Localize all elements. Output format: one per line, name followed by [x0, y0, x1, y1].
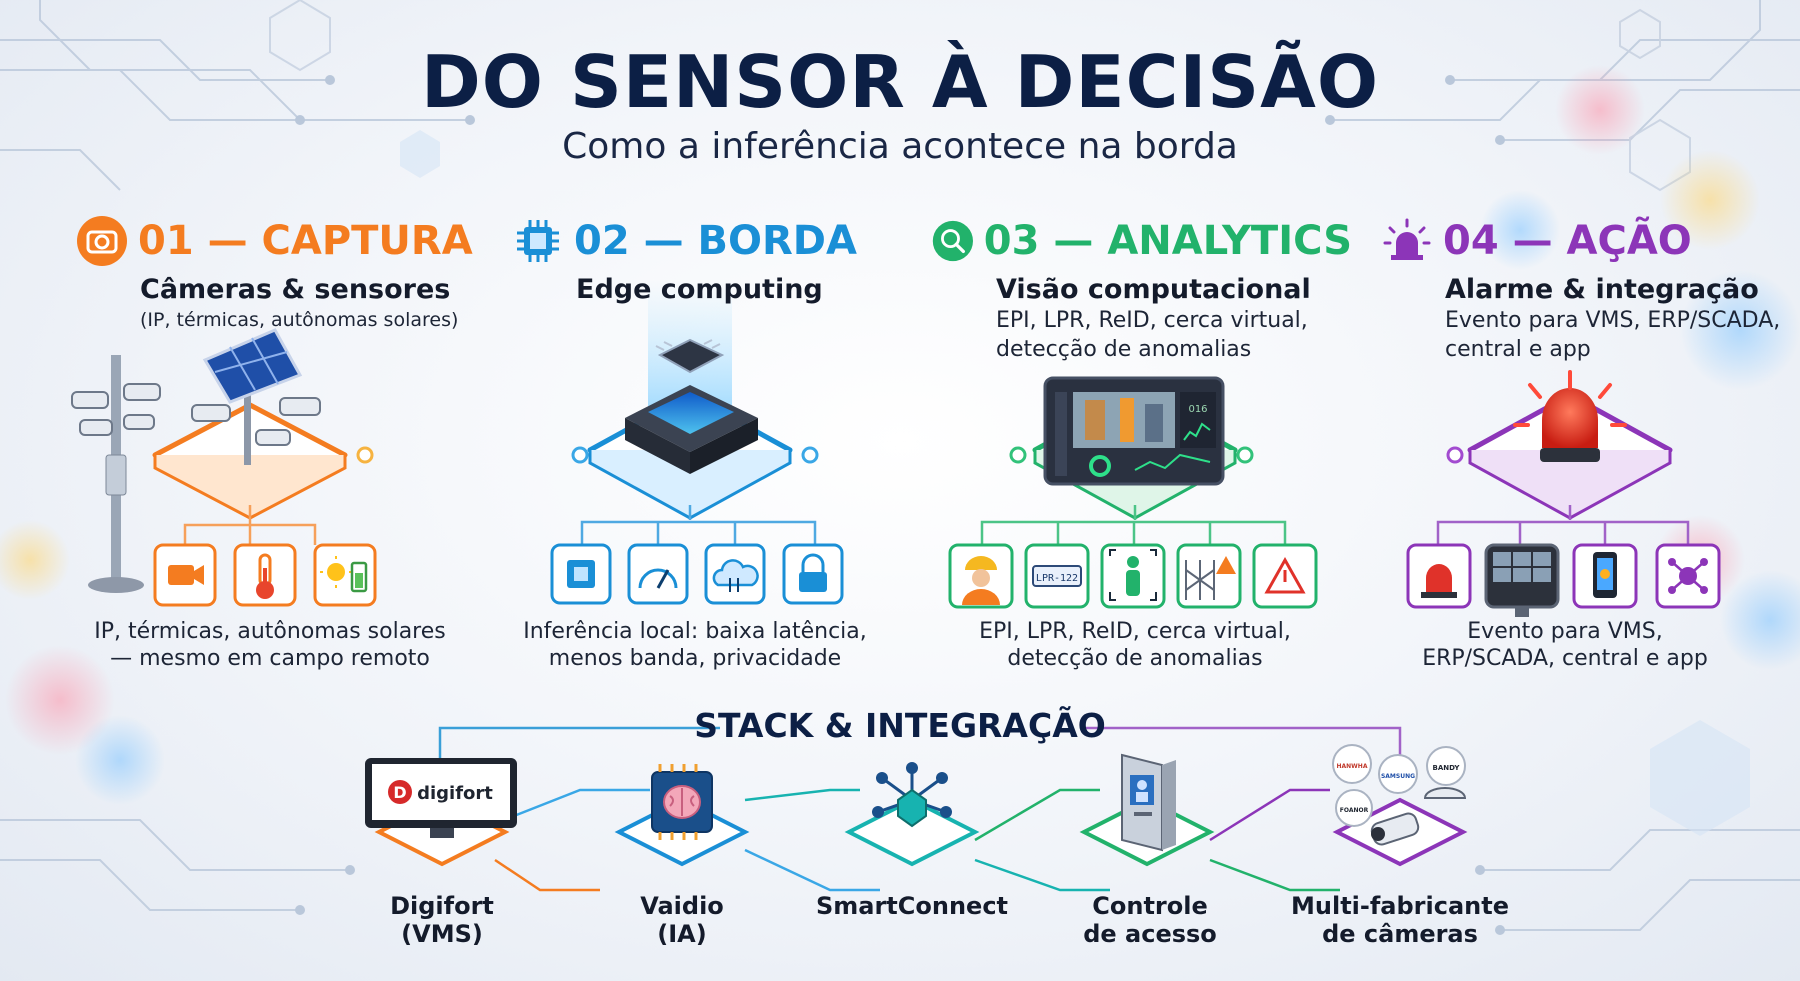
stage-analytics: 03 — ANALYTICS Visão computacional EPI, … — [932, 214, 1352, 363]
speedometer-icon — [627, 543, 689, 605]
caption-line-1: EPI, LPR, ReID, cerca virtual, — [979, 619, 1291, 644]
page-subtitle: Como a inferência acontece na borda — [562, 126, 1238, 167]
stack-label-line-2: de câmeras — [1322, 920, 1478, 948]
flow-connector-2 — [801, 446, 1027, 464]
stage-caption-edge: Inferência local: baixa latência, menos … — [485, 618, 905, 672]
stack-platform-multi-brand: HANWHA SAMSUNG BANDY FOANOR — [1332, 744, 1468, 867]
cloud-sync-icon — [704, 543, 766, 605]
fence-warning-icon — [1176, 543, 1242, 609]
alarm-light-icon — [1406, 543, 1472, 609]
stage-title: 02 — BORDA — [574, 218, 857, 264]
stack-label-line-1: Digifort — [390, 892, 494, 920]
anomaly-warning-icon — [1252, 543, 1318, 609]
stack-platform-vaidio — [614, 764, 750, 867]
network-hub-icon — [872, 762, 952, 828]
stage-capture: 01 — CAPTURA Câmeras & sensores (IP, tér… — [76, 214, 496, 334]
siren-icon — [1383, 218, 1431, 260]
brand-badge-1: HANWHA — [1337, 763, 1368, 770]
stack-label-line-1: SmartConnect — [815, 892, 1009, 920]
svg-text:D: D — [393, 783, 406, 802]
integration-hub-icon — [1655, 543, 1721, 609]
stage-caption-action: Evento para VMS, ERP/SCADA, central e ap… — [1355, 618, 1775, 672]
person-reid-icon — [1100, 543, 1166, 609]
stage-subtitle: Alarme & integração — [1445, 274, 1759, 305]
video-camera-icon — [153, 543, 217, 607]
edge-device-illustration — [550, 280, 844, 605]
caption-line-1: IP, térmicas, autônomas solares — [94, 619, 446, 644]
stack-label-vaidio: Vaidio (IA) — [562, 892, 802, 948]
stack-label-line-2: de acesso — [1083, 920, 1217, 948]
worker-helmet-icon — [948, 543, 1014, 609]
stack-platform-access-control — [1079, 753, 1215, 867]
stage-caption-capture: IP, térmicas, autônomas solares — mesmo … — [60, 618, 480, 672]
stage-caption-analytics: EPI, LPR, ReID, cerca virtual, detecção … — [925, 618, 1345, 672]
flow-connector-3 — [1236, 446, 1464, 464]
digifort-logo-text: digifort — [417, 783, 493, 804]
stage-note-line-1: Evento para VMS, ERP/SCADA, — [1445, 308, 1781, 333]
caption-line-1: Inferência local: baixa latência, — [523, 619, 867, 644]
stage-note-line-2: central e app — [1445, 337, 1591, 362]
stack-label-line-1: Vaidio — [640, 892, 724, 920]
vms-monitor-icon — [1484, 543, 1560, 617]
stage-subtitle: Câmeras & sensores — [140, 274, 451, 305]
stage-title: 04 — AÇÃO — [1443, 218, 1692, 264]
stack-label-smartconnect: SmartConnect — [792, 892, 1032, 920]
ai-brain-chip-icon — [651, 764, 713, 840]
analytics-illustration: 016 LPR-122 — [948, 376, 1318, 609]
brand-badge-3: BANDY — [1433, 764, 1461, 772]
license-plate-text: LPR-122 — [1036, 573, 1078, 584]
brand-badge-2: SAMSUNG — [1381, 773, 1415, 780]
padlock-icon — [782, 543, 844, 605]
caption-line-2: — mesmo em campo remoto — [110, 646, 430, 671]
analytics-search-icon — [932, 220, 973, 262]
stage-subtitle: Edge computing — [576, 274, 823, 305]
brand-badge-4: FOANOR — [1340, 807, 1369, 814]
stack-label-digifort: Digifort (VMS) — [322, 892, 562, 948]
license-plate-icon: LPR-122 — [1024, 543, 1090, 609]
stack-title: STACK & INTEGRAÇÃO — [694, 706, 1106, 745]
smartphone-alert-icon — [1572, 543, 1638, 609]
stage-action: 04 — AÇÃO Alarme & integração Evento par… — [1381, 214, 1800, 363]
stage-subtitle: Visão computacional — [996, 274, 1311, 305]
solar-battery-icon — [313, 543, 377, 607]
caption-line-2: menos banda, privacidade — [548, 646, 842, 671]
processor-icon — [550, 543, 612, 605]
stack-label-line-1: Controle — [1092, 892, 1208, 920]
stage-note: (IP, térmicas, autônomas solares) — [140, 309, 459, 331]
stage-note-line-2: detecção de anomalias — [996, 337, 1252, 362]
stage-note-line-1: EPI, LPR, ReID, cerca virtual, — [996, 308, 1308, 333]
page-title: DO SENSOR À DECISÃO — [420, 40, 1380, 124]
stage-title: 03 — ANALYTICS — [983, 218, 1352, 264]
monitor-icon: D digifort — [365, 758, 517, 838]
flow-connector-1 — [356, 446, 589, 464]
thermometer-icon — [233, 543, 297, 607]
stack-label-line-2: (VMS) — [401, 920, 483, 948]
dashboard-count: 016 — [1188, 404, 1207, 415]
stack-label-line-2: (IA) — [657, 920, 707, 948]
access-control-icon — [1121, 753, 1176, 852]
stack-connector-lines — [438, 726, 1402, 892]
action-illustration — [1406, 370, 1721, 617]
stack-label-multi-brand: Multi-fabricante de câmeras — [1280, 892, 1520, 948]
stage-edge: 02 — BORDA Edge computing — [512, 214, 932, 305]
caption-line-2: ERP/SCADA, central e app — [1422, 646, 1708, 671]
caption-line-2: detecção de anomalias — [1007, 646, 1263, 671]
stack-label-access-control: Controle de acesso — [1030, 892, 1270, 948]
chip-icon — [517, 220, 559, 262]
stack-label-line-1: Multi-fabricante — [1291, 892, 1509, 920]
caption-line-1: Evento para VMS, — [1467, 619, 1663, 644]
capture-illustration — [71, 328, 377, 607]
stage-title: 01 — CAPTURA — [138, 218, 473, 264]
stack-platform-smartconnect — [844, 762, 980, 867]
camera-icon — [77, 216, 127, 266]
multi-brand-cameras-icon: HANWHA SAMSUNG BANDY FOANOR — [1332, 744, 1467, 846]
stack-platform-digifort: D digifort — [365, 758, 517, 867]
